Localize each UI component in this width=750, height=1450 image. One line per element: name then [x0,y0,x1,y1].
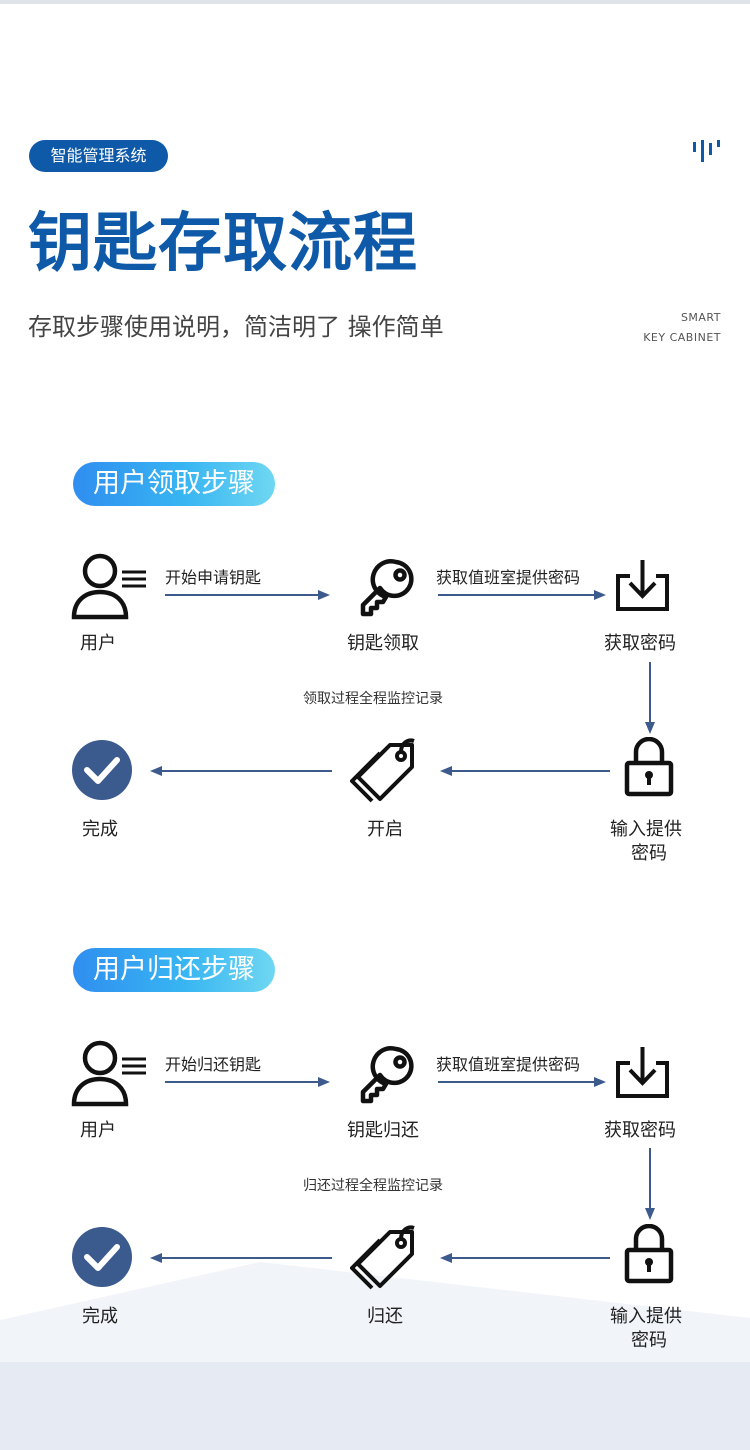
lock-icon [624,737,674,797]
step-done-label: 完成 [82,1306,118,1327]
step-user-label: 用户 [80,633,116,654]
section-title: 用户归还步骤 [73,948,275,992]
user-icon [71,1040,146,1107]
key-icon [360,1046,414,1104]
step-input-label-1: 输入提供 [610,819,682,840]
download-box-icon [616,560,669,611]
step-user-label: 用户 [80,1120,116,1141]
step-input-label-2: 密码 [631,843,667,864]
step-key-label: 钥匙归还 [347,1120,419,1141]
check-circle-icon [72,740,132,800]
collect-steps-section: 用户领取步骤 用户 开始申请钥匙 钥匙领取 获取值班室提供密码 [0,462,750,882]
step-input-label-1: 输入提供 [610,1306,682,1327]
key-icon [360,559,414,617]
user-icon [71,553,146,620]
step-return-label: 归还 [367,1306,403,1327]
download-box-icon [616,1047,669,1098]
tag-icon [350,1225,415,1290]
return-steps-section: 用户归还步骤 用户 开始归还钥匙 钥匙归还 获取值班室提供密码 [0,948,750,1368]
step-key-label: 钥匙领取 [347,633,419,654]
step-done-label: 完成 [82,819,118,840]
step-password-label: 获取密码 [604,633,676,654]
monitor-caption: 归还过程全程监控记录 [303,1178,443,1194]
step-open-label: 开启 [367,819,403,840]
get-password-caption: 获取值班室提供密码 [436,568,581,587]
system-badge: 智能管理系统 [29,140,168,172]
page-title: 钥匙存取流程 [28,207,418,281]
logo-mark-icon [693,140,720,162]
step-password-label: 获取密码 [604,1120,676,1141]
monitor-caption: 领取过程全程监控记录 [303,691,443,707]
apply-caption: 开始申请钥匙 [165,568,262,587]
brand-english: SMART KEY CABINET [643,308,721,348]
step-input-label-2: 密码 [631,1330,667,1351]
page-subtitle: 存取步骤使用说明，简洁明了 操作简单 [28,313,444,341]
get-password-caption: 获取值班室提供密码 [436,1055,581,1074]
lock-icon [624,1224,674,1284]
tag-icon [350,738,415,803]
brand-line-1: SMART [680,311,721,324]
section-title: 用户领取步骤 [73,462,275,506]
top-strip [0,0,750,4]
brand-line-2: KEY CABINET [643,331,721,344]
check-circle-icon [72,1227,132,1287]
return-caption: 开始归还钥匙 [165,1055,262,1074]
